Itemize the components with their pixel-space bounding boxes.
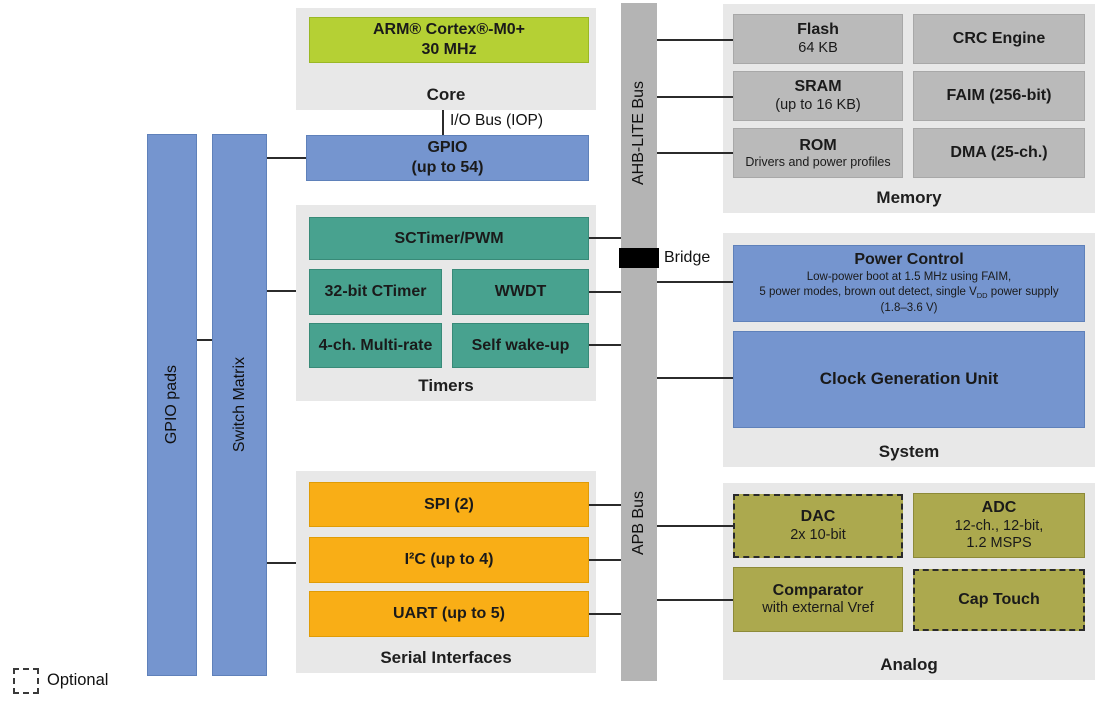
rom-title: ROM bbox=[799, 136, 837, 154]
rom-subtitle: Drivers and power profiles bbox=[745, 155, 891, 170]
comparator-subtitle: with external Vref bbox=[762, 600, 874, 617]
flash-block: Flash 64 KB bbox=[733, 14, 903, 64]
sram-size: (up to 16 KB) bbox=[775, 96, 861, 113]
apb-bus-label-wrap: APB Bus bbox=[621, 383, 657, 663]
ahb-lite-bus-label-wrap: AHB-LITE Bus bbox=[621, 43, 657, 223]
serial-section-label: Serial Interfaces bbox=[380, 648, 512, 667]
power-control-title: Power Control bbox=[854, 251, 964, 269]
sctimer-pwm-block: SCTimer/PWM bbox=[309, 217, 589, 260]
io-bus-line bbox=[442, 110, 444, 135]
connector-line bbox=[657, 152, 733, 154]
memory-section-label: Memory bbox=[876, 188, 942, 207]
flash-size: 64 KB bbox=[798, 39, 838, 56]
connector-line bbox=[589, 237, 621, 239]
comparator-title: Comparator bbox=[772, 581, 864, 599]
gpio-block: GPIO (up to 54) bbox=[306, 135, 589, 181]
sctimer-pwm-title: SCTimer/PWM bbox=[394, 229, 504, 247]
ctimer-title: 32-bit CTimer bbox=[324, 283, 427, 301]
adc-subtitle-2: 1.2 MSPS bbox=[966, 535, 1032, 552]
switch-matrix-label: Switch Matrix bbox=[230, 357, 248, 453]
multirate-timer-block: 4-ch. Multi-rate bbox=[309, 323, 442, 368]
multirate-timer-title: 4-ch. Multi-rate bbox=[318, 336, 433, 354]
sram-block: SRAM (up to 16 KB) bbox=[733, 71, 903, 121]
connector-line bbox=[589, 291, 621, 293]
connector-line bbox=[657, 377, 733, 379]
core-section-label: Core bbox=[426, 85, 466, 104]
comparator-block: Comparator with external Vref bbox=[733, 567, 903, 632]
dac-title: DAC bbox=[800, 508, 836, 526]
connector-line bbox=[267, 562, 296, 564]
gpio-count: (up to 54) bbox=[411, 159, 484, 176]
dma-title: DMA (25-ch.) bbox=[950, 144, 1048, 162]
analog-section-label: Analog bbox=[880, 655, 938, 674]
connector-line bbox=[589, 504, 621, 506]
i2c-title: I²C (up to 4) bbox=[404, 551, 494, 569]
arm-cortex-title: ARM® Cortex®-M0+ bbox=[372, 21, 526, 39]
connector-line bbox=[657, 599, 733, 601]
connector-line bbox=[267, 290, 296, 292]
switch-matrix-bar: Switch Matrix bbox=[212, 134, 267, 676]
timers-section-label: Timers bbox=[418, 376, 474, 395]
sram-title: SRAM bbox=[794, 78, 842, 96]
cap-touch-block: Cap Touch bbox=[913, 569, 1085, 631]
connector-line bbox=[657, 281, 733, 283]
gpio-pads-label: GPIO pads bbox=[163, 365, 180, 445]
cap-touch-title: Cap Touch bbox=[958, 591, 1040, 609]
spi-block: SPI (2) bbox=[309, 482, 589, 527]
crc-engine-block: CRC Engine bbox=[913, 14, 1085, 64]
adc-subtitle-1: 12-ch., 12-bit, bbox=[954, 517, 1044, 534]
gpio-title: GPIO bbox=[427, 139, 468, 157]
apb-bus-label: APB Bus bbox=[630, 490, 647, 556]
dma-block: DMA (25-ch.) bbox=[913, 128, 1085, 178]
rom-block: ROM Drivers and power profiles bbox=[733, 128, 903, 178]
connector-line bbox=[657, 39, 733, 41]
connector-line bbox=[589, 344, 621, 346]
adc-block: ADC 12-ch., 12-bit, 1.2 MSPS bbox=[913, 493, 1085, 558]
power-control-line1: Low-power boot at 1.5 MHz using FAIM, bbox=[806, 270, 1012, 283]
uart-block: UART (up to 5) bbox=[309, 591, 589, 637]
connector-line bbox=[197, 339, 212, 341]
bridge-block bbox=[619, 248, 659, 268]
power-control-block: Power Control Low-power boot at 1.5 MHz … bbox=[733, 245, 1085, 322]
self-wakeup-title: Self wake-up bbox=[471, 336, 570, 354]
ahb-lite-bus-label: AHB-LITE Bus bbox=[630, 80, 647, 186]
system-section-label: System bbox=[878, 442, 940, 461]
connector-line bbox=[657, 525, 733, 527]
connector-line bbox=[657, 96, 733, 98]
faim-block: FAIM (256-bit) bbox=[913, 71, 1085, 121]
connector-line bbox=[267, 157, 306, 159]
uart-title: UART (up to 5) bbox=[393, 605, 505, 623]
system-bus-bar: AHB-LITE Bus APB Bus bbox=[621, 3, 657, 681]
faim-title: FAIM (256-bit) bbox=[946, 87, 1052, 105]
self-wakeup-block: Self wake-up bbox=[452, 323, 589, 368]
io-bus-label: I/O Bus (IOP) bbox=[450, 112, 544, 129]
ctimer-block: 32-bit CTimer bbox=[309, 269, 442, 315]
arm-cortex-freq: 30 MHz bbox=[421, 41, 477, 58]
clock-generation-title: Clock Generation Unit bbox=[819, 369, 999, 389]
i2c-block: I²C (up to 4) bbox=[309, 537, 589, 583]
adc-title: ADC bbox=[981, 499, 1017, 517]
crc-engine-title: CRC Engine bbox=[952, 30, 1046, 48]
connector-line bbox=[589, 613, 621, 615]
spi-title: SPI (2) bbox=[424, 495, 474, 513]
power-control-line2: 5 power modes, brown out detect, single … bbox=[759, 286, 1059, 301]
connector-line bbox=[589, 559, 621, 561]
optional-dashed-icon bbox=[13, 668, 39, 694]
gpio-pads-bar: GPIO pads bbox=[147, 134, 197, 676]
power-control-line3: (1.8–3.6 V) bbox=[880, 302, 938, 315]
dac-subtitle: 2x 10-bit bbox=[790, 526, 846, 543]
arm-cortex-block: ARM® Cortex®-M0+ 30 MHz bbox=[309, 17, 589, 63]
clock-generation-block: Clock Generation Unit bbox=[733, 331, 1085, 428]
optional-legend-label: Optional bbox=[47, 671, 109, 689]
dac-block: DAC 2x 10-bit bbox=[733, 494, 903, 558]
wwdt-block: WWDT bbox=[452, 269, 589, 315]
bridge-label: Bridge bbox=[664, 249, 711, 266]
vdd-subscript: DD bbox=[976, 291, 988, 301]
wwdt-title: WWDT bbox=[494, 283, 547, 301]
flash-title: Flash bbox=[797, 21, 839, 39]
